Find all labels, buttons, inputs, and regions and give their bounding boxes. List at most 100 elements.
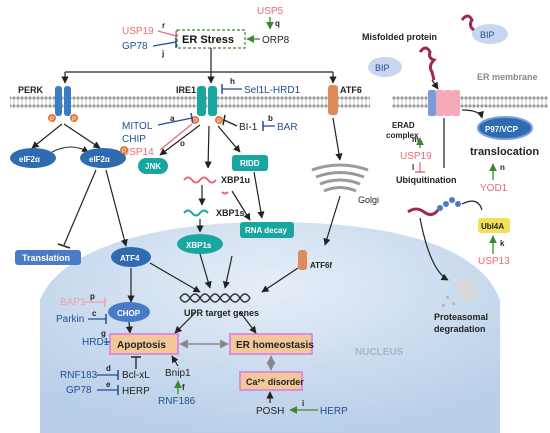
usp19-erad-label: USP19 [400, 151, 432, 162]
apoptosis-label: Apoptosis [117, 340, 166, 351]
bip-label-top: BIP [480, 30, 495, 40]
usp13-label: USP13 [478, 256, 510, 267]
atf4-to-upr-arrow [149, 262, 201, 293]
gp78-nuc-label: GP78 [66, 385, 92, 396]
er-homeostasis-label: ER homeostasis [236, 340, 314, 351]
perk-p-left [48, 114, 56, 122]
xbp1u-fragment [221, 191, 229, 195]
ire1-receptor-right [208, 86, 217, 116]
perk-p-left-label: P [50, 117, 54, 123]
chain-to-ubl4a-arrow [461, 200, 483, 211]
b-label: b [268, 114, 273, 123]
chop-label: CHOP [117, 309, 141, 318]
er-membrane-left [10, 96, 370, 108]
rnf186-label: RNF186 [158, 396, 196, 407]
parkin-label: Parkin [56, 314, 84, 325]
p-reg-label: p [90, 292, 95, 301]
perk-receptor-right [64, 86, 71, 116]
golgi-icon [311, 163, 369, 193]
perk-p-right [70, 114, 78, 122]
a-label: a [170, 114, 175, 123]
bnip1-label: Bnip1 [165, 368, 191, 379]
bi1-bar [222, 114, 226, 126]
xbp1u-mrna [183, 176, 217, 184]
bclxl-label: Bcl-xL [122, 370, 150, 381]
er-membrane-label: ER membrane [477, 72, 538, 82]
usp14-label: USP14 [122, 147, 154, 158]
erad-complex-icon [428, 90, 460, 116]
o-label: o [180, 139, 185, 148]
perk-receptor-left [55, 86, 62, 116]
golgi-label: Golgi [358, 195, 379, 205]
upr-label: UPR target genes [184, 308, 259, 318]
xbp1s-mrna [183, 209, 209, 217]
p97-node [477, 116, 533, 140]
ca-disorder-label: Ca²⁺ disorder [246, 377, 304, 387]
chop-node [108, 302, 150, 322]
upr-to-homeostasis [239, 311, 257, 334]
erad-to-p97-arrow [461, 109, 484, 119]
ubiquitin-icon [437, 197, 461, 211]
rna-decay-label: RNA decay [245, 226, 287, 235]
ca-disorder-box [239, 371, 303, 391]
eif2a-phospho [120, 146, 128, 154]
atf6f-label: ATF6f [310, 261, 332, 270]
atf6-to-golgi [332, 117, 343, 161]
q-label: q [275, 19, 280, 28]
posh-label: POSH [256, 406, 284, 417]
atf4-node [111, 247, 151, 267]
ire1-receptor-left [197, 86, 206, 116]
bip-label-side: BIP [375, 63, 390, 73]
f-label: f [182, 383, 185, 392]
perk-to-eif2a-arrow [31, 123, 63, 149]
herp-label: HERP [122, 386, 150, 397]
d-label: d [106, 364, 111, 373]
xbp1s-node [177, 234, 223, 254]
eif2a-p-label: eIF2α [89, 155, 110, 164]
bap1-label: BAP1 [60, 297, 86, 308]
atf4-side-to-upr [222, 255, 233, 289]
xbp1s-to-upr [199, 253, 212, 289]
nucleus-label: NUCLEUS [355, 347, 404, 358]
yod1-label: YOD1 [480, 183, 508, 194]
ubiquitination-label: Ubiquitination [396, 175, 457, 185]
g-label: g [101, 329, 106, 338]
atf6f-node [298, 250, 307, 270]
proteasomal-label-2: degradation [434, 324, 486, 334]
ire1-label: IRE1 [176, 85, 196, 95]
er-homeostasis-box [229, 333, 313, 355]
perk-to-eif2ap-arrow [63, 123, 101, 149]
bip-node-top [472, 24, 508, 44]
dna-helix-b [179, 293, 251, 303]
usp5-label: USP5 [257, 6, 284, 17]
xbp1u-to-decay [231, 190, 251, 221]
j-label: j [161, 49, 164, 58]
erad-complex-label-2: complex [386, 131, 419, 140]
dna-helix-a [179, 293, 251, 303]
mitol-label: MITOL [122, 121, 153, 132]
hrd1-label: HRD1 [82, 337, 110, 348]
n-label: n [500, 163, 505, 172]
chop-to-apoptosis-arrow [125, 321, 133, 334]
bip-node-side [368, 57, 402, 77]
bar-label: BAR [277, 122, 298, 133]
usp19-er-line [157, 30, 177, 37]
golgi-to-atf6f [323, 195, 341, 246]
l-label: l [412, 163, 414, 172]
ire1-p-left-label: P [193, 119, 197, 125]
mitol-bar [190, 112, 194, 124]
herp2-label: HERP [320, 406, 348, 417]
translation-box [15, 250, 81, 265]
usp19-er-label: USP19 [122, 26, 154, 37]
ridd-label: RIDD [240, 159, 260, 168]
jnk-label: JNK [145, 162, 161, 171]
er-stress-title: ER Stress [182, 34, 234, 46]
atf6-label: ATF6 [340, 85, 362, 95]
ire1-to-xbp1u [204, 125, 212, 169]
bi1-label: BI-1 [239, 122, 258, 133]
ridd-to-decay [253, 171, 265, 219]
eif2a-cycle-arrow [51, 146, 89, 153]
r-label: r [162, 21, 165, 30]
proteasome-icon [442, 276, 479, 307]
